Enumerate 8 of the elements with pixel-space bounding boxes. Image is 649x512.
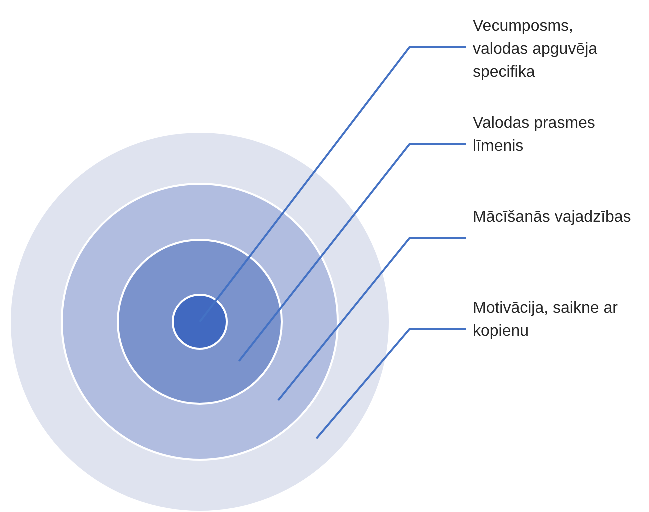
leader-line	[199, 46, 466, 323]
leader-line	[238, 143, 466, 362]
leader-line	[316, 328, 466, 440]
callout-text: Mācīšanās vajadzības	[473, 206, 633, 229]
callout-text: Valodas prasmes līmenis	[473, 112, 633, 158]
callout-text: Motivācija, saikne ar kopienu	[473, 297, 633, 343]
leader-line	[278, 237, 466, 402]
callout-text: Vecumposms, valodas apguvēja specifika	[473, 15, 633, 84]
